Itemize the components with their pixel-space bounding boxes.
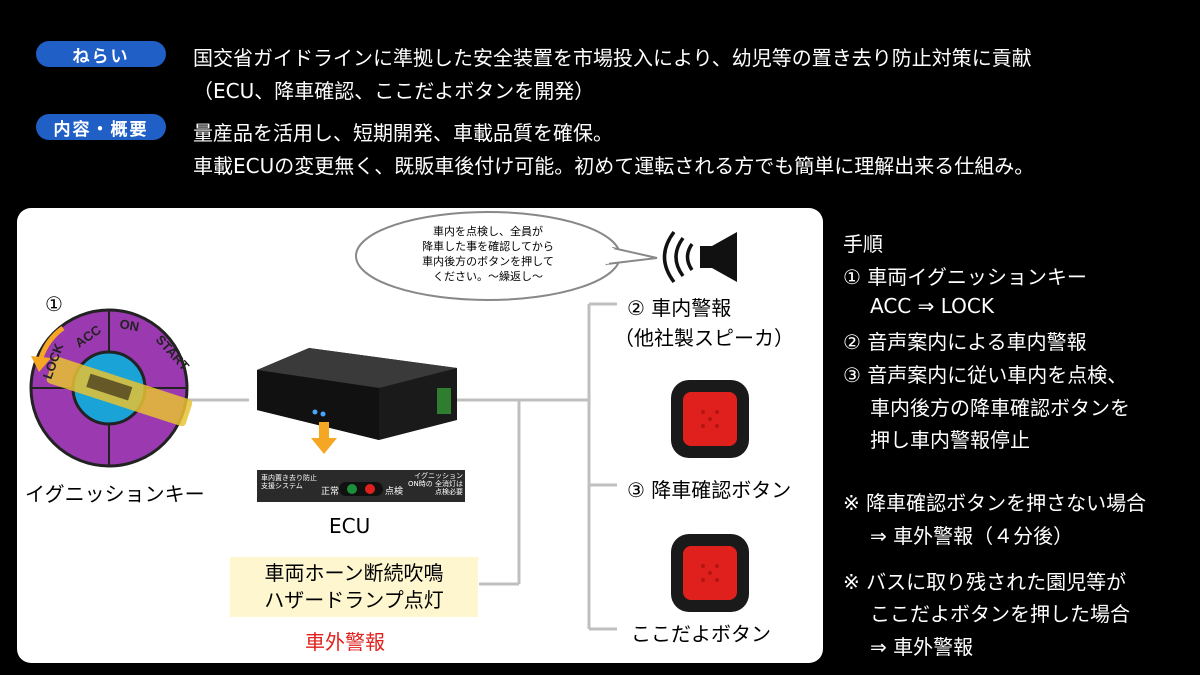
external-alarm-label: 車外警報 [305,630,385,654]
procedure-line-6: 押し車内警報停止 [870,428,1030,452]
ecu-panel-left-text: 車内置き去り防止 支援システム [261,474,317,490]
key-on-label: ON [118,316,140,334]
procedure-line-3: ② 音声案内による車内警報 [843,330,1087,354]
procedure-line-2: ACC ⇒ LOCK [870,294,994,318]
exit-button-dots [701,410,719,428]
diagram-graphics: LOCK ACC ON START [29,211,749,631]
note1-line-2: ⇒ 車外警報（４分後） [870,524,1074,548]
horn-line-2: ハザードランプ点灯 [264,588,444,612]
speech-bubble-text: 車内を点検し、全員が 降車した事を確認してから 車内後方のボタンを押して くださ… [388,224,588,284]
alarm-label-1: ② 車内警報 [627,296,732,320]
ecu-panel-right-text: イグニッションON時の 全消灯は点検必要 [408,472,463,496]
connector-lines [179,302,617,631]
alarm-label-2: （他社製スピーカ） [614,326,794,350]
koko-button-dots [701,564,719,582]
procedure-line-5: 車内後方の降車確認ボタンを [870,396,1130,420]
ecu-label: ECU [329,514,371,538]
ignition-key-label: イグニッションキー [25,482,205,506]
note2-line-2: ここだよボタンを押した場合 [870,602,1130,626]
exit-confirm-button-icon [671,380,749,458]
kokodayo-button-label: ここだよボタン [631,622,771,646]
content-line-1: 量産品を活用し、短期開発、車載品質を確保。 [193,121,613,145]
ecu-panel-normal: 正常 [321,487,340,497]
note2-line-3: ⇒ 車外警報 [870,635,974,659]
aim-tag: ねらい [36,41,166,67]
speech-line-4: ください。～繰返し～ [433,270,543,283]
content-tag: 内容・概要 [36,114,166,140]
procedure-line-1: ① 車両イグニッションキー [843,265,1087,289]
speech-line-2: 降車した事を確認してから [422,240,554,253]
system-diagram-panel: LOCK ACC ON START [17,208,823,663]
speech-line-1: 車内を点検し、全員が [433,225,543,238]
aim-line-1: 国交省ガイドラインに準拠した安全装置を市場投入により、幼児等の置き去り防止対策に… [193,46,1032,70]
content-line-2: 車載ECUの変更無く、既販車後付け可能。初めて運転される方でも簡単に理解出来る仕… [193,154,1035,178]
speech-line-3: 車内後方のボタンを押して [422,255,554,268]
speech-bubble [355,211,658,301]
ecu-indicator-panel [257,470,465,502]
step1-marker: ① [45,292,63,316]
horn-hazard-box [230,557,478,617]
ecu-unit-icon [257,348,457,454]
note2-line-1: ※ バスに取り残された園児等が [843,570,1127,594]
ignition-key-icon [29,308,193,468]
kokodayo-button-icon [671,534,749,612]
speaker-icon [662,230,737,284]
horn-hazard-text: 車両ホーン断続吹鳴 ハザードランプ点灯 [230,560,478,614]
exit-confirm-button-label: ③ 降車確認ボタン [627,478,792,502]
horn-line-1: 車両ホーン断続吹鳴 [264,561,444,585]
procedure-title: 手順 [843,232,883,256]
note1-line-1: ※ 降車確認ボタンを押さない場合 [843,491,1147,515]
procedure-line-4: ③ 音声案内に従い車内を点検、 [843,363,1128,387]
ecu-panel-check: 点検 [385,487,404,497]
aim-line-2: （ECU、降車確認、ここだよボタンを開発） [193,79,595,103]
